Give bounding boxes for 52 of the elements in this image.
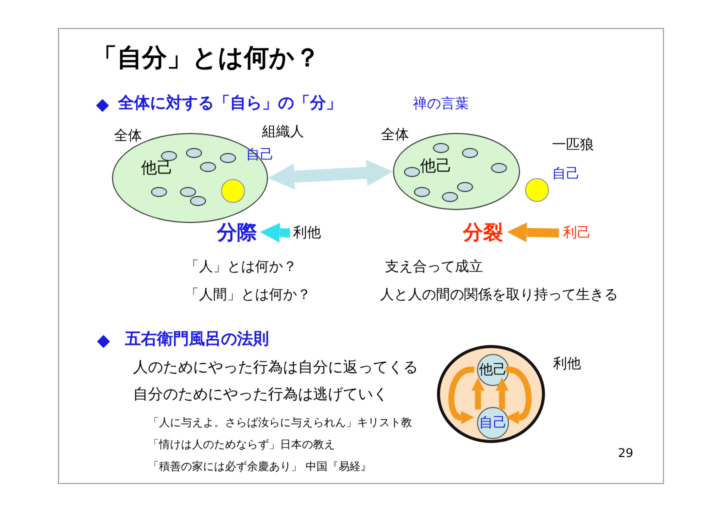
- concept-label: 利他: [290, 223, 324, 243]
- slide-title: 「自分」とは何か？: [92, 44, 320, 73]
- member-oval: [414, 187, 430, 197]
- concept-label: 利己: [559, 223, 595, 243]
- question-text: 「人」とは何か？: [185, 259, 297, 276]
- node-caption: 自己: [246, 147, 274, 164]
- quote-text: 「積善の家には必ず余慶あり」 中国『易経』: [148, 461, 372, 474]
- member-oval: [200, 162, 216, 172]
- member-oval: [190, 196, 206, 206]
- quote-text: 「情けは人のためならず」日本の教え: [148, 439, 335, 452]
- concept-label: 分裂: [459, 218, 507, 246]
- arrow: [260, 222, 290, 243]
- role-label: 一匹狼: [552, 137, 594, 154]
- arrow: [268, 160, 393, 190]
- member-oval: [220, 153, 236, 163]
- section-heading: 五右衛門風呂の法則: [125, 330, 269, 348]
- arrow: [506, 366, 532, 424]
- member-oval: [186, 148, 202, 158]
- node-text: 他己: [420, 156, 452, 175]
- answer-text: 支え合って成立: [385, 259, 483, 276]
- role-label: 組織人: [262, 124, 304, 140]
- member-oval: [161, 151, 177, 161]
- self-circle: [221, 179, 245, 203]
- arrow: [448, 366, 474, 424]
- self-circle: [525, 178, 549, 202]
- member-oval: [462, 148, 478, 158]
- page-number: 29: [618, 447, 634, 461]
- answer-text: 人と人の間の関係を取り持って生きる: [380, 287, 618, 304]
- node-text: 他己: [141, 158, 173, 177]
- member-oval: [151, 187, 167, 197]
- body-text: 自分のためにやった行為は逃げていく: [133, 386, 388, 404]
- body-text: 人のためにやった行為は自分に返ってくる: [133, 359, 418, 376]
- section-heading: 全体に対する「自ら」の「分」: [118, 94, 342, 112]
- concept-label: 分際: [214, 218, 260, 246]
- note-text: 禅の言葉: [413, 96, 469, 112]
- quote-text: 「人に与えよ。さらば汝らに与えられん」キリスト教: [148, 417, 412, 430]
- member-oval: [491, 163, 507, 173]
- arrow: [495, 378, 509, 410]
- member-oval: [442, 192, 458, 202]
- question-text: 「人間」とは何か？: [185, 287, 311, 304]
- member-oval: [433, 143, 449, 153]
- person-circle: 自己: [477, 407, 509, 439]
- person-circle: 他己: [477, 354, 509, 386]
- arrow: [507, 222, 560, 242]
- node-caption: 利他: [553, 356, 581, 372]
- member-oval: [457, 182, 473, 192]
- node-caption: 全体: [114, 128, 142, 144]
- node-caption: 全体: [381, 127, 409, 144]
- member-oval: [180, 187, 196, 197]
- member-oval: [404, 167, 420, 177]
- node-caption: 自己: [552, 166, 580, 182]
- arrow: [471, 378, 485, 410]
